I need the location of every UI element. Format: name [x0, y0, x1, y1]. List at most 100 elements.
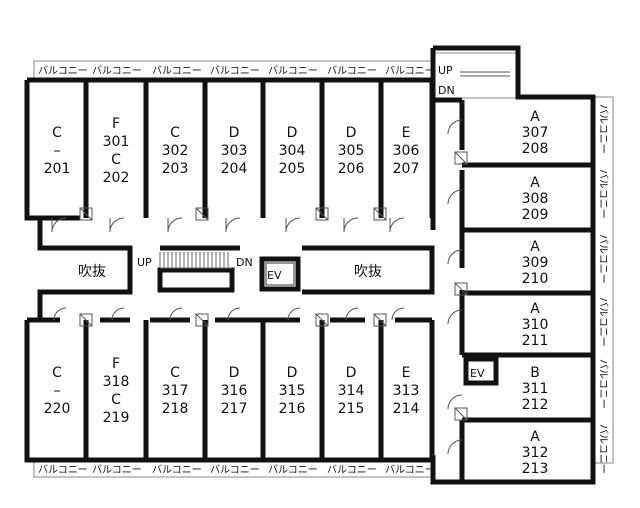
balcony-labels-bottom: バルコニーバルコニーバルコニーバルコニーバルコニーバルコニーバルコニー: [38, 464, 435, 476]
unit-label-line: 207: [393, 161, 420, 177]
door-swing: [285, 217, 301, 233]
meter-box-line: [79, 313, 93, 327]
door-swing: [109, 217, 125, 233]
meter-box-line: [195, 313, 209, 327]
unit-label-line: 212: [522, 397, 549, 413]
door-swing: [111, 307, 125, 321]
balcony-label: バルコニー: [210, 65, 260, 77]
door-swing: [447, 439, 463, 455]
door-swing: [447, 309, 463, 325]
unit-label-line: F: [112, 116, 120, 132]
door-swing: [169, 307, 183, 321]
walls: [24, 45, 596, 485]
unit-label-line: C: [111, 392, 121, 408]
unit-label-line: 204: [221, 161, 248, 177]
meter-box-line: [315, 207, 329, 221]
meter-box: [454, 282, 468, 296]
stair-center: [159, 252, 232, 269]
unit-label-line: 313: [393, 383, 420, 399]
balcony-label: バルコニー: [38, 464, 88, 476]
unit-label-line: 314: [338, 383, 365, 399]
balcony-label: バルコニー: [152, 65, 202, 77]
balcony-label: バルコニー: [597, 424, 609, 474]
balcony-label: バルコニー: [92, 464, 142, 476]
unit-label-line: 316: [221, 383, 248, 399]
unit-label-line: D: [346, 125, 357, 141]
balcony-label: バルコニー: [327, 464, 377, 476]
stair-top-right: [460, 71, 510, 77]
meter-box-line: [373, 313, 387, 327]
door-swing: [343, 217, 359, 233]
door-swing: [447, 394, 463, 410]
door-swing: [167, 217, 183, 233]
door-swing: [389, 217, 405, 233]
meter-box-line: [79, 207, 93, 221]
unit-label-line: 220: [44, 401, 71, 417]
balcony-label: バルコニー: [597, 169, 609, 219]
unit-label-line: 306: [393, 143, 420, 159]
unit-label-line: A: [530, 301, 540, 317]
meter-box: [454, 151, 468, 165]
balcony-label: バルコニー: [385, 65, 435, 77]
elevator-car: [265, 262, 295, 286]
unit-label-line: F: [112, 356, 120, 372]
stair-up-label-center: UP: [137, 256, 152, 269]
balcony-label: バルコニー: [597, 297, 609, 347]
unit-label-line: 310: [522, 317, 549, 333]
balcony-label: バルコニー: [210, 464, 260, 476]
balcony-label: バルコニー: [268, 464, 318, 476]
elevator-label-center: EV: [267, 269, 282, 282]
unit-label-line: A: [530, 239, 540, 255]
meter-box-line: [454, 282, 468, 296]
balcony-label: バルコニー: [38, 65, 88, 77]
unit-label-line: 209: [522, 207, 549, 223]
unit-label-line: –: [54, 383, 61, 399]
meter-box: [373, 313, 387, 327]
elevator-label-right: EV: [470, 367, 485, 380]
unit-label-line: 216: [279, 401, 306, 417]
unit-label-line: A: [530, 429, 540, 445]
unit-labels: C–201F301C202C302203D303204D304205D30520…: [44, 109, 549, 477]
balcony-labels-top: バルコニーバルコニーバルコニーバルコニーバルコニーバルコニーバルコニー: [38, 65, 435, 77]
stair-up-label-right: UP: [438, 64, 453, 77]
meter-box-line: [373, 207, 387, 221]
unit-label-line: 305: [338, 143, 365, 159]
unit-label-line: 217: [221, 401, 248, 417]
balcony-label: バルコニー: [385, 464, 435, 476]
door-swing: [391, 307, 405, 321]
unit-label-line: C: [52, 125, 62, 141]
unit-label-line: 202: [103, 170, 130, 186]
meter-box: [373, 207, 387, 221]
unit-label-line: 302: [162, 143, 189, 159]
meter-box-line: [195, 207, 209, 221]
stair-down-label-center: DN: [236, 256, 253, 269]
unit-label-line: A: [530, 109, 540, 125]
door-swing: [287, 307, 301, 321]
void-label-right: 吹抜: [354, 264, 382, 280]
unit-label-line: 206: [338, 161, 365, 177]
unit-label-line: D: [229, 365, 240, 381]
door-swings: [51, 119, 468, 455]
unit-label-line: 219: [103, 410, 130, 426]
unit-label-line: 210: [522, 271, 549, 287]
unit-label-line: 311: [522, 381, 549, 397]
unit-label-line: 315: [279, 383, 306, 399]
meter-box: [79, 313, 93, 327]
unit-label-line: E: [402, 125, 411, 141]
meter-box: [454, 407, 468, 421]
balcony-label: バルコニー: [327, 65, 377, 77]
unit-label-line: A: [530, 175, 540, 191]
unit-label-line: C: [111, 152, 121, 168]
unit-label-line: 304: [279, 143, 306, 159]
unit-label-line: C: [170, 365, 180, 381]
door-swing: [225, 217, 241, 233]
door-swing: [53, 307, 67, 321]
balcony-label: バルコニー: [597, 104, 609, 154]
unit-label-line: C: [170, 125, 180, 141]
meter-box: [195, 313, 209, 327]
unit-label-line: 303: [221, 143, 248, 159]
door-swing: [447, 249, 463, 265]
unit-label-line: –: [54, 143, 61, 159]
unit-label-line: C: [52, 365, 62, 381]
